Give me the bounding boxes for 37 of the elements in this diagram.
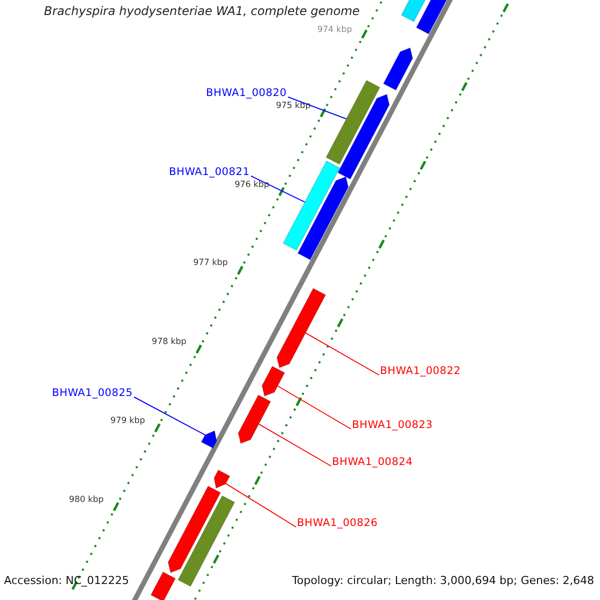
- tick-label: 977 kbp: [193, 258, 228, 268]
- gene-label: BHWA1_00823: [352, 419, 433, 431]
- gene-feature: [200, 430, 218, 449]
- tick-label: 978 kbp: [152, 337, 186, 348]
- tick-label: 975 kbp: [276, 100, 311, 111]
- gene-feature: [337, 94, 390, 180]
- tick-label: 974 kbp: [317, 25, 352, 36]
- tick-label: 976 kbp: [234, 180, 270, 190]
- leader-line: [258, 424, 332, 466]
- genome-summary-text: Topology: circular; Length: 3,000,694 bp; Genes: 2,648: [292, 574, 594, 587]
- gene-feature: [297, 176, 349, 260]
- gene-feature: [177, 495, 236, 588]
- diagram-title: Brachyspira hyodysenteriae WA1, complete genome: [44, 4, 360, 18]
- gene-label: BHWA1_00820: [206, 87, 287, 99]
- gene-feature: [276, 288, 326, 368]
- gene-feature: [168, 485, 222, 574]
- leader-line: [305, 332, 380, 376]
- gene-feature: [261, 366, 286, 397]
- gene-label: BHWA1_00826: [297, 517, 378, 529]
- leader-line: [288, 96, 347, 120]
- gene-feature: [325, 80, 380, 165]
- leader-line: [134, 396, 206, 436]
- gene-feature: [214, 469, 230, 489]
- gene-feature: [282, 160, 340, 251]
- gene-label: BHWA1_00821: [169, 166, 250, 178]
- leader-line: [250, 176, 306, 203]
- tick-label: 980 kbp: [69, 494, 104, 505]
- gene-feature: [382, 47, 414, 91]
- leader-line: [225, 483, 296, 528]
- leader-line: [277, 386, 352, 430]
- gene-feature: [150, 571, 176, 600]
- gene-label: BHWA1_00822: [380, 365, 461, 377]
- tick-label: 979 kbp: [110, 416, 146, 426]
- gene-label: BHWA1_00825: [52, 387, 133, 399]
- gene-feature: [238, 394, 272, 444]
- gene-label: BHWA1_00824: [332, 456, 413, 468]
- accession-text: Accession: NC_012225: [4, 574, 130, 587]
